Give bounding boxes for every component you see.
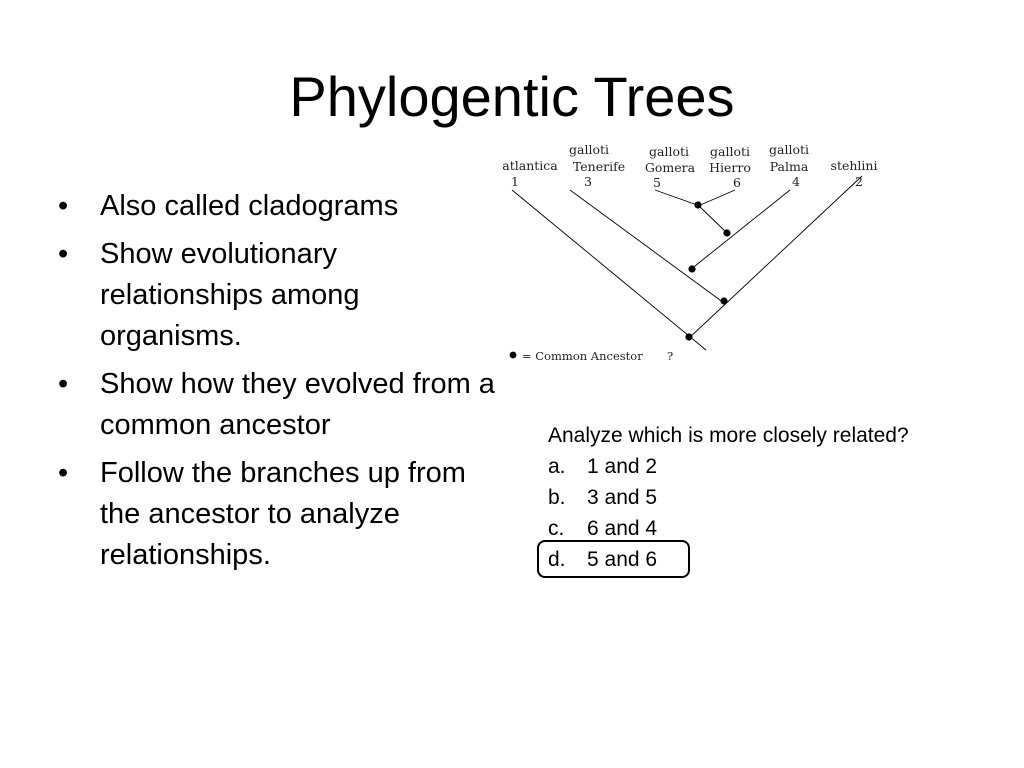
branch-gomera — [654, 189, 701, 207]
answer-option-a: a. 1 and 2 — [548, 451, 909, 482]
ancestor-node — [688, 265, 696, 273]
taxon-tenerife: galloti Tenerife 3 — [569, 142, 625, 189]
tree-legend: = Common Ancestor ? — [509, 349, 673, 363]
bullet-text: Also called cladograms — [100, 190, 399, 222]
branch-hierro — [697, 189, 736, 207]
taxon-name: atlantica — [502, 158, 558, 173]
bullet-item: • Also called cladograms — [58, 186, 498, 227]
bullet-item: • Follow the branches up from the ancesto… — [58, 453, 498, 576]
option-letter: b. — [548, 486, 566, 509]
taxon-name: Tenerife — [573, 159, 625, 174]
phylogenetic-tree: atlantica 1 galloti Tenerife 3 galloti G… — [502, 142, 878, 363]
option-letter: a. — [548, 455, 566, 478]
taxon-species: galloti — [769, 142, 809, 157]
option-letter: d. — [548, 548, 566, 571]
bullet-dot: • — [58, 238, 69, 270]
taxon-number: 2 — [855, 174, 863, 189]
branch-clade-gomera-hierro — [698, 205, 728, 234]
ancestor-node — [720, 297, 728, 305]
answer-option-b: b. 3 and 5 — [548, 482, 909, 513]
bullet-dot: • — [58, 457, 69, 489]
question-block: Analyze which is more closely related? a… — [548, 420, 909, 575]
answer-option-d: d. 5 and 6 — [548, 544, 909, 575]
bullet-item: • Show evolutionary relationships among o… — [58, 234, 498, 357]
ancestor-node — [685, 333, 693, 341]
branch-tenerife — [569, 189, 725, 304]
taxon-gomera: galloti Gomera 5 — [645, 144, 696, 190]
legend-text: = Common Ancestor — [522, 349, 643, 363]
taxon-palma: galloti Palma 4 — [769, 142, 809, 189]
answer-option-c: c. 6 and 4 — [548, 513, 909, 544]
option-text: 1 and 2 — [587, 455, 658, 478]
legend-dot — [509, 351, 517, 359]
bullet-text: Follow the branches up from the ancestor… — [100, 457, 466, 571]
ancestor-nodes — [685, 201, 731, 341]
taxon-number: 6 — [733, 175, 741, 190]
taxon-species: galloti — [569, 142, 609, 157]
slide-title: Phylogentic Trees — [289, 65, 735, 128]
ancestor-node — [723, 229, 731, 237]
bullet-dot: • — [58, 190, 69, 222]
taxon-species: galloti — [710, 144, 750, 159]
branch-atlantica — [511, 189, 707, 351]
legend-question-mark: ? — [667, 349, 673, 363]
option-letter: c. — [548, 517, 565, 540]
taxon-species: galloti — [649, 144, 689, 159]
taxon-name: Hierro — [709, 160, 751, 175]
bullet-dot: • — [58, 368, 69, 400]
taxon-number: 5 — [653, 175, 661, 190]
taxon-name: stehlini — [831, 158, 878, 173]
taxon-number: 1 — [511, 174, 519, 189]
taxon-name: Gomera — [645, 160, 696, 175]
bullet-text: Show evolutionary relationships among or… — [100, 238, 360, 352]
taxon-atlantica: atlantica 1 — [502, 158, 558, 189]
taxon-stehlini: stehlini 2 — [831, 158, 878, 189]
option-text: 6 and 4 — [587, 517, 658, 540]
question-text: Analyze which is more closely related? — [548, 424, 909, 447]
bullet-list: • Also called cladograms • Show evolutiona… — [58, 186, 498, 583]
taxon-number: 3 — [584, 174, 592, 189]
answer-list: a. 1 and 2 b. 3 and 5 c. 6 and 4 d. 5 and 6 — [548, 451, 909, 575]
bullet-text: Show how they evolved from a common ance… — [100, 368, 495, 441]
option-text: 3 and 5 — [587, 486, 658, 509]
answer-highlight-box — [537, 540, 690, 578]
taxon-name: Palma — [770, 159, 809, 174]
ancestor-node — [694, 201, 702, 209]
taxon-number: 4 — [792, 174, 800, 189]
bullet-item: • Show how they evolved from a common anc… — [58, 364, 498, 446]
taxon-hierro: galloti Hierro 6 — [709, 144, 751, 190]
branch-palma — [689, 189, 791, 271]
tree-branches — [511, 175, 863, 351]
option-text: 5 and 6 — [587, 548, 658, 571]
branch-stehlini — [687, 175, 863, 340]
